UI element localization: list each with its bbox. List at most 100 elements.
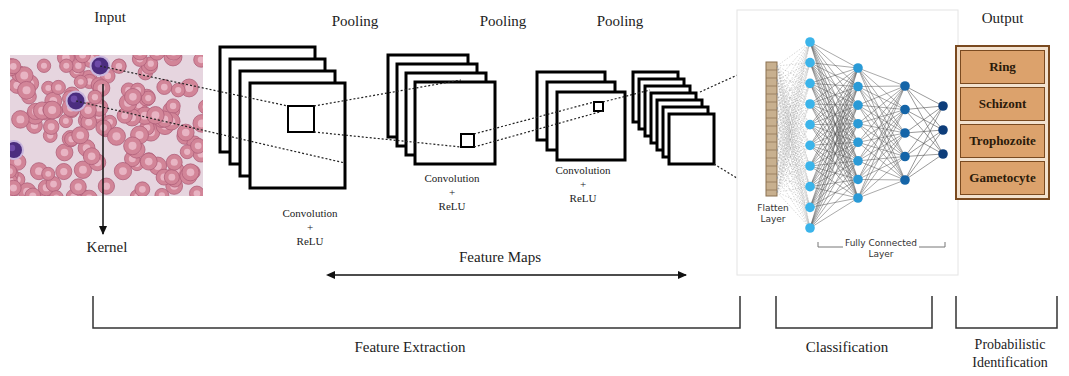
- dense-connection: [858, 68, 905, 86]
- receptive-field-line: [474, 111, 603, 147]
- dense-connection: [858, 179, 905, 181]
- red-blood-cell: [194, 55, 203, 67]
- text-label: Input: [70, 8, 150, 27]
- red-blood-cell: [171, 83, 185, 97]
- dense-connection: [858, 87, 905, 180]
- flatten-connection: [777, 164, 810, 187]
- flatten-cell-line: [766, 174, 777, 175]
- dense-connection: [810, 83, 858, 198]
- cell-center: [182, 129, 190, 137]
- red-blood-cell: [10, 180, 21, 195]
- dense-connection: [858, 180, 905, 198]
- cell-center: [116, 63, 122, 69]
- dense-connection: [858, 110, 905, 124]
- dense-connection: [858, 157, 905, 199]
- flatten-connection: [777, 150, 810, 166]
- dense-connection: [810, 68, 858, 145]
- cell-center: [175, 87, 181, 93]
- dense-connection: [858, 133, 905, 142]
- cell-center: [84, 107, 91, 114]
- flatten-connection: [777, 63, 810, 164]
- class-label: Gametocyte: [969, 170, 1035, 186]
- dense-connection: [810, 142, 858, 207]
- cell-center: [148, 61, 154, 67]
- cell-center: [171, 159, 178, 166]
- receptive-field-line: [314, 80, 461, 106]
- text-label: Probabilistic Identification: [957, 336, 1063, 371]
- flatten-cell-line: [766, 94, 777, 95]
- cell-center: [61, 149, 69, 157]
- dense-connection: [858, 105, 905, 109]
- text-label: Pooling: [463, 12, 543, 31]
- flatten-connection: [777, 42, 810, 94]
- red-blood-cell: [49, 191, 63, 196]
- text-label: Fully Connected Layer: [843, 238, 919, 261]
- red-blood-cell: [140, 153, 157, 170]
- flatten-connection: [777, 122, 810, 207]
- dense-connection: [905, 110, 943, 155]
- neuron: [900, 175, 910, 185]
- red-blood-cell: [42, 167, 55, 180]
- red-blood-cell: [75, 55, 90, 63]
- red-blood-cell: [125, 89, 142, 106]
- cell-center: [129, 93, 137, 101]
- receptive-field-line: [474, 102, 594, 134]
- text-label: Classification: [782, 338, 912, 357]
- cell-center: [10, 184, 17, 191]
- dense-connection: [858, 142, 905, 180]
- flatten-connection: [777, 42, 810, 192]
- dense-connection: [810, 68, 858, 187]
- cell-center: [194, 190, 201, 196]
- dense-connection: [810, 87, 858, 208]
- flatten-connection: [777, 66, 810, 166]
- feature-map: [250, 83, 345, 188]
- neuron: [853, 63, 863, 73]
- dense-connection: [858, 86, 905, 142]
- flatten-connection: [777, 63, 810, 178]
- feature-maps-arrow: [328, 274, 686, 276]
- text-label: Convolution + ReLU: [265, 207, 355, 248]
- flatten-cell-line: [766, 142, 777, 143]
- class-box: Ring: [960, 50, 1045, 84]
- network-panel: [737, 10, 958, 275]
- red-blood-cell: [199, 100, 203, 114]
- dense-connection: [858, 86, 905, 161]
- neuron: [853, 193, 863, 203]
- flatten-connection: [777, 150, 810, 187]
- flatten-cell-line: [766, 134, 777, 135]
- neuron: [853, 156, 863, 166]
- cell-center: [187, 169, 195, 177]
- flatten-cell-line: [766, 70, 777, 71]
- flatten-cell-line: [766, 118, 777, 119]
- cell-center: [170, 103, 176, 109]
- section-bracket: [956, 296, 1057, 328]
- cell-center: [20, 72, 28, 80]
- cell-center: [78, 79, 84, 85]
- output-heading: Output: [955, 8, 1050, 28]
- dense-connection: [810, 63, 858, 198]
- flatten-cell-line: [766, 182, 777, 183]
- flatten-connection: [777, 63, 810, 108]
- dense-connection: [810, 68, 858, 228]
- class-box: Gametocyte: [960, 161, 1045, 195]
- flatten-connection: [777, 42, 810, 80]
- flatten-connection: [777, 63, 810, 66]
- cell-center: [55, 84, 61, 90]
- cell-center: [195, 142, 202, 149]
- parasite-nucleus: [10, 145, 15, 151]
- cell-center: [45, 171, 51, 177]
- red-blood-cell: [25, 188, 41, 196]
- dense-connection: [810, 87, 858, 228]
- receptive-field-line: [603, 90, 650, 102]
- dense-connection: [858, 86, 905, 124]
- class-box: Trophozoite: [960, 124, 1045, 158]
- class-box: Schizont: [960, 87, 1045, 121]
- neuron: [938, 149, 948, 159]
- cell-center: [63, 118, 69, 124]
- flatten-cell-line: [766, 126, 777, 127]
- receptive-field-line: [76, 101, 345, 163]
- red-blood-cell: [157, 80, 172, 95]
- flatten-cell-line: [766, 166, 777, 167]
- dense-connection: [858, 124, 905, 180]
